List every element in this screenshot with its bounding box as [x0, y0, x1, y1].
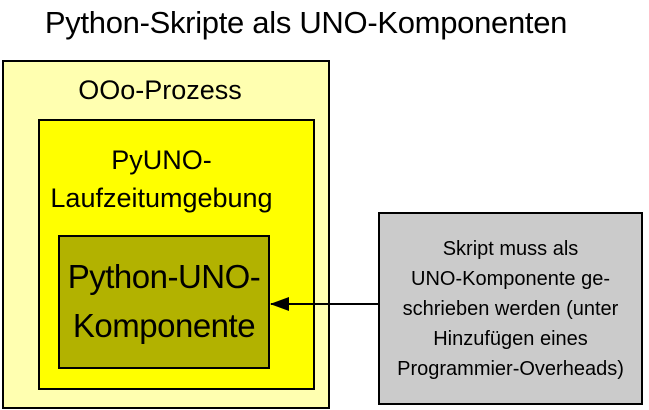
annotation-arrow-head-icon: [270, 297, 289, 311]
annotation-note-text: Skript muss als UNO-Komponente ge- schri…: [397, 237, 624, 380]
ooo-process-box: OOo-Prozess PyUNO- Laufzeitumgebung Pyth…: [2, 60, 330, 409]
python-uno-component-label: Python-UNO- Komponente: [67, 258, 261, 344]
python-uno-component-box: Python-UNO- Komponente: [58, 235, 270, 369]
pyuno-runtime-box: PyUNO- Laufzeitumgebung Python-UNO- Komp…: [38, 119, 315, 390]
ooo-process-label: OOo-Prozess: [78, 75, 242, 105]
annotation-note-box: Skript muss als UNO-Komponente ge- schri…: [378, 212, 643, 405]
diagram-title: Python-Skripte als UNO-Komponenten: [44, 5, 568, 40]
pyuno-runtime-label: PyUNO- Laufzeitumgebung: [50, 145, 273, 213]
annotation-arrow-line: [271, 303, 378, 305]
